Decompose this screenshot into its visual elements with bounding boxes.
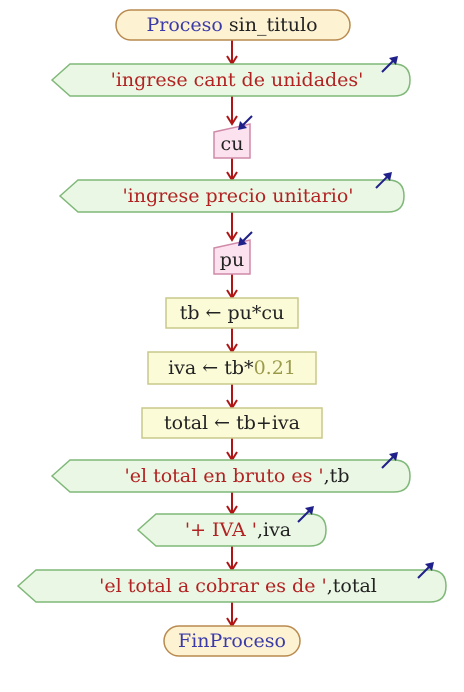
assign-text-5: tb ← pu*cu — [180, 302, 285, 324]
assign-shape — [147, 351, 317, 385]
output-arrow-icon-head — [389, 452, 398, 461]
assign-node-6: iva ← tb*0.21 — [147, 351, 317, 385]
output-arrow-icon-head — [389, 56, 398, 65]
start-node-label: Proceso sin_titulo — [146, 14, 317, 36]
flow-arrow-8 — [226, 438, 238, 462]
output-arrow-icon — [381, 56, 398, 73]
input-arrow-icon-head — [238, 237, 247, 246]
start-node-label-part-1: sin_titulo — [229, 14, 318, 36]
input-arrow-icon — [238, 115, 253, 130]
start-node: Proceso sin_titulo — [115, 9, 351, 41]
output-text-3-part-0: 'ingrese precio unitario' — [122, 185, 353, 207]
flow-arrow-2 — [226, 96, 238, 126]
output-shape — [136, 513, 327, 547]
assign-text-6-part-1: ← — [196, 357, 224, 379]
start-node-shape — [115, 9, 351, 41]
output-node-10: 'el total a cobrar es de ',total — [16, 562, 447, 603]
flow-arrow-10 — [226, 546, 238, 572]
end-node-label: FinProceso — [178, 630, 286, 652]
flow-arrow-11 — [226, 602, 238, 628]
output-text-1-part-0: 'ingrese cant de unidades' — [111, 69, 364, 91]
output-text-9-part-0: '+ IVA ' — [185, 519, 257, 541]
input-text-2: cu — [221, 133, 244, 155]
output-shape — [16, 569, 447, 603]
output-node-8: 'el total en bruto es ',tb — [50, 452, 411, 493]
assign-text-7-part-0: total — [164, 412, 208, 434]
output-shape — [58, 179, 405, 213]
input-node-4: pu — [213, 231, 253, 275]
flow-arrow-3 — [226, 158, 238, 182]
flow-arrow-9 — [226, 492, 238, 516]
output-text-8-part-1: ,tb — [324, 465, 350, 487]
input-shape — [213, 239, 251, 275]
flow-nodes: Proceso sin_titulo 'ingrese cant de unida… — [16, 9, 447, 657]
output-text-9: '+ IVA ',iva — [185, 519, 291, 541]
output-text-10-part-1: ,total — [327, 575, 377, 597]
output-arrow-icon-head — [305, 506, 314, 515]
assign-node-7: total ← tb+iva — [141, 407, 323, 439]
assign-shape — [165, 297, 299, 329]
start-node-label-part-0: Proceso — [146, 14, 228, 36]
end-node-label-part-0: FinProceso — [178, 630, 286, 652]
input-text-2-part-0: cu — [221, 133, 244, 155]
output-shape — [50, 63, 411, 97]
assign-node-5: tb ← pu*cu — [165, 297, 299, 329]
flow-arrow-5 — [226, 274, 238, 300]
assign-text-5-part-2: pu*cu — [228, 302, 285, 324]
output-arrow-icon-head — [425, 562, 434, 571]
flow-arrow-head — [226, 115, 238, 126]
output-arrow-icon — [375, 172, 392, 189]
input-text-4-part-0: pu — [220, 249, 244, 271]
flow-arrow-4 — [226, 212, 238, 242]
flow-arrow-head — [226, 231, 238, 242]
end-node: FinProceso — [163, 625, 301, 657]
input-arrow-icon-head — [238, 121, 247, 130]
assign-text-5-part-0: tb — [180, 302, 200, 324]
output-node-1: 'ingrese cant de unidades' — [50, 56, 411, 97]
output-text-1: 'ingrese cant de unidades' — [111, 69, 364, 91]
output-text-8-part-0: 'el total en bruto es ' — [125, 465, 324, 487]
assign-text-6-part-3: 0.21 — [254, 357, 296, 379]
assign-text-5-part-1: ← — [200, 302, 228, 324]
output-node-9: '+ IVA ',iva — [136, 506, 327, 547]
assign-text-6-part-2: tb* — [224, 357, 254, 379]
input-shape — [213, 123, 251, 159]
flow-arrow-1 — [226, 40, 238, 66]
output-shape — [50, 459, 411, 493]
output-arrow-icon — [417, 562, 434, 579]
output-arrow-icon — [381, 452, 398, 469]
assign-text-7-part-1: ← — [208, 412, 236, 434]
output-arrow-icon-head — [383, 172, 392, 181]
assign-shape — [141, 407, 323, 439]
output-text-3: 'ingrese precio unitario' — [122, 185, 353, 207]
flow-arrow-7 — [226, 384, 238, 410]
input-arrow-icon — [238, 231, 253, 246]
assign-text-7: total ← tb+iva — [164, 412, 300, 434]
output-text-8: 'el total en bruto es ',tb — [125, 465, 350, 487]
input-node-2: cu — [213, 115, 253, 159]
output-arrow-icon — [297, 506, 314, 523]
assign-text-6: iva ← tb*0.21 — [168, 357, 296, 379]
assign-text-7-part-2: tb+iva — [236, 412, 300, 434]
flow-arrow-6 — [226, 328, 238, 354]
output-text-10: 'el total a cobrar es de ',total — [99, 575, 377, 597]
assign-text-6-part-0: iva — [168, 357, 196, 379]
output-text-10-part-0: 'el total a cobrar es de ' — [99, 575, 327, 597]
end-node-shape — [163, 625, 301, 657]
input-text-4: pu — [220, 249, 244, 271]
output-text-9-part-1: ,iva — [257, 519, 291, 541]
output-node-3: 'ingrese precio unitario' — [58, 172, 405, 213]
